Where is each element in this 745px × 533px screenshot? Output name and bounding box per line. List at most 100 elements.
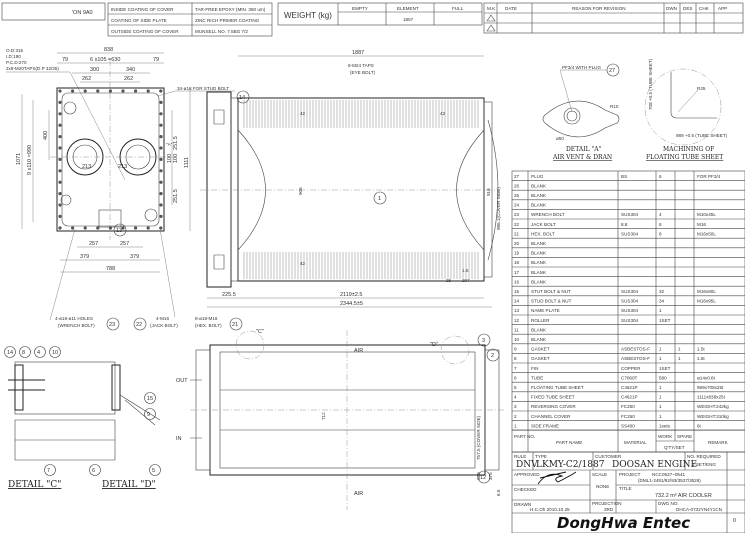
callout-number: 10 — [52, 350, 58, 356]
part-qty: 1SET — [659, 318, 671, 323]
drawing-label: PF3/4 WITH PLUG — [562, 65, 601, 70]
drawing-label: TYPE — [535, 454, 547, 459]
part-remark: M16x80L — [697, 289, 716, 294]
drawing-label: WORK — [658, 434, 673, 439]
part-no: 12 — [514, 318, 520, 323]
bolt-hole — [96, 89, 100, 93]
drawing-label: AIR VENT & DRAN — [552, 154, 612, 161]
part-name: BLANK — [531, 251, 547, 256]
drawing-label: PART NAME — [556, 440, 582, 445]
drawing-label: SCALE — [592, 472, 607, 477]
part-qty: 32 — [659, 289, 665, 294]
drawing-label: PROJECT — [619, 472, 641, 477]
drawing-label: SPARE — [677, 434, 692, 439]
bolt-hole — [159, 157, 163, 161]
part-name: BLANK — [531, 193, 547, 198]
bolt-hole — [121, 226, 125, 230]
bolt-hole — [58, 214, 62, 218]
drawing-label: 6.5 — [496, 489, 501, 496]
callout-balloon — [44, 464, 56, 476]
drawing-label: 712 — [321, 412, 326, 420]
bolt-hole — [159, 100, 163, 104]
part-material: BS — [621, 174, 627, 179]
part-no: 2 — [514, 414, 517, 419]
drawing-label: 8-M24 TAPS — [348, 63, 374, 68]
part-name: CHANNEL COVER — [531, 414, 571, 419]
part-material: SUS304 — [621, 212, 639, 217]
callout-balloon — [49, 346, 61, 358]
part-remark: WEIGHT:242kg — [697, 404, 729, 409]
drawing-label: CUSTOMER — [595, 454, 622, 459]
callout-number: 15 — [147, 396, 153, 402]
callout-number: 14 — [7, 350, 13, 356]
part-name: BLANK — [531, 337, 547, 342]
drawing-label: 257 — [120, 241, 129, 247]
part-no: 26 — [514, 183, 520, 188]
drawing-label: 27 — [609, 68, 615, 74]
drawing-label: 100 — [167, 154, 173, 163]
bolt-hole — [134, 89, 138, 93]
drawing-label: 788 — [106, 266, 115, 272]
machining-detail: R25 708 +0.5 (TUBE SHEET) 989 +0.5 (TUBE… — [644, 58, 728, 161]
drawing-label: "C" — [256, 329, 264, 335]
drawing-label: I.D:190 — [6, 54, 21, 59]
drawing-label: 329 — [476, 472, 481, 480]
drawing-label: 1.5 — [462, 268, 469, 273]
coating-label: COATING OF SIDE PLATE — [111, 18, 167, 23]
bolt-hole — [159, 203, 163, 207]
drawing-label: 340 — [126, 67, 135, 73]
drawing-label: 13 — [116, 228, 122, 234]
part-name: SIDE FRAME — [531, 423, 559, 428]
drawing-label: TITLE — [619, 486, 632, 491]
drawing-label: DRAWN — [514, 502, 531, 507]
bolt-hole — [71, 89, 75, 93]
bolt-hole — [159, 214, 163, 218]
drawing-label: DETAIL "A" — [566, 146, 602, 153]
drawing-label: 262 — [82, 76, 91, 82]
drawing-label: 213 — [118, 164, 127, 170]
signature — [537, 471, 577, 485]
callout-number: 7 — [47, 468, 50, 474]
drawing-label: 2119±2.5 — [340, 292, 363, 298]
part-no: 13 — [514, 308, 520, 313]
drawing-label: (EYE BOLT) — [350, 70, 376, 75]
part-name: BLANK — [531, 279, 547, 284]
drawing-label: 3 — [482, 338, 485, 344]
bolt-hole — [159, 192, 163, 196]
drawing-label: 262 — [124, 76, 133, 82]
drawing-label: DETAIL "C" — [8, 480, 61, 490]
header-strip: 'ON 9A0 INSIDE COATING OF COVER TAR-FREE… — [1, 2, 744, 37]
rev-col: DES — [683, 6, 692, 11]
part-material: 8.8 — [621, 222, 628, 227]
part-name: JACK BOLT — [531, 222, 556, 227]
drawing-label: 732.2 m² AIR COOLER — [655, 493, 712, 499]
drawing-label: 2344.5±5 — [340, 301, 363, 307]
drawing-label: 251.5 — [173, 189, 179, 203]
drawing-label: 2 — [491, 353, 494, 359]
part-qty: 580 — [659, 375, 667, 380]
drawing-label: 379 — [130, 254, 139, 260]
drawing-label: NONE — [596, 484, 609, 489]
drawing-label: DOOSAN ENGINE — [612, 460, 697, 470]
part-qty: 4 — [659, 212, 662, 217]
tube-fins — [243, 100, 479, 279]
weight-col: EMPTY — [352, 6, 368, 11]
part-name: FIXED TUBE SHEET — [531, 395, 575, 400]
drawing-label: NCC0537~0541 — [652, 472, 686, 477]
callout-number: 8 — [22, 350, 25, 356]
drawing-label: MACHINING OF — [663, 146, 714, 153]
drawing-label: 400 — [43, 131, 49, 140]
part-qty: 1SET — [659, 366, 671, 371]
part-material: FC250 — [621, 414, 635, 419]
part-no: 11 — [514, 327, 519, 332]
bolt-hole — [108, 89, 112, 93]
part-no: 4 — [514, 395, 517, 400]
